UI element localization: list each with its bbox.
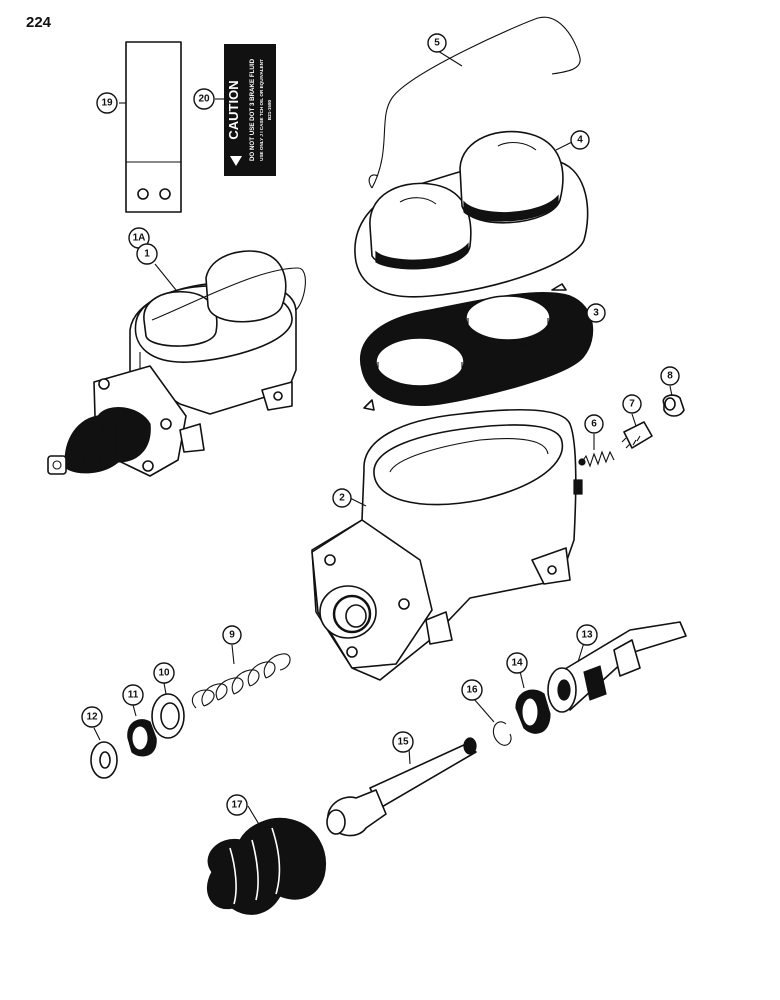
svg-text:1A: 1A xyxy=(133,233,146,244)
callout-6: 6 xyxy=(584,414,604,434)
svg-text:10: 10 xyxy=(158,668,170,679)
callout-16: 16 xyxy=(461,679,483,701)
svg-text:5: 5 xyxy=(434,38,440,49)
svg-text:7: 7 xyxy=(629,399,635,410)
part-19-plate xyxy=(125,41,182,213)
callout-13: 13 xyxy=(576,624,598,646)
svg-text:11: 11 xyxy=(128,690,139,701)
svg-text:15: 15 xyxy=(397,737,409,748)
part-10-retainer xyxy=(151,693,185,739)
part-16-snap-ring xyxy=(492,721,512,746)
callout-4: 4 xyxy=(570,130,590,150)
callout-8: 8 xyxy=(660,366,680,386)
callout-3: 3 xyxy=(586,303,606,323)
callout-20: 20 xyxy=(193,88,215,110)
part-2-cylinder-body xyxy=(311,408,583,681)
part-17-dust-boot xyxy=(207,817,326,915)
decal-line-2: USE ONLY J I CASE TCH OIL OR EQUIVALENT xyxy=(259,59,264,161)
callout-7: 7 xyxy=(622,394,642,414)
callout-12: 12 xyxy=(81,706,103,728)
part-9-return-spring xyxy=(191,653,291,709)
page-number: 224 xyxy=(26,14,52,31)
svg-text:17: 17 xyxy=(231,800,243,811)
part-8-fitting xyxy=(662,394,685,417)
svg-text:14: 14 xyxy=(511,658,523,669)
leader-lines xyxy=(93,50,673,827)
callout-9: 9 xyxy=(222,625,242,645)
callout-14: 14 xyxy=(506,652,528,674)
part-4-reservoir-cover xyxy=(354,130,589,298)
svg-text:20: 20 xyxy=(198,94,210,105)
svg-text:12: 12 xyxy=(86,712,98,723)
part-6-spring xyxy=(578,450,615,468)
part-3-gasket xyxy=(360,283,594,411)
decal-part-number: B21-1580 xyxy=(267,99,272,120)
part-14-cup-seal xyxy=(515,689,551,734)
part-20-caution-decal: CAUTION DO NOT USE DOT 3 BRAKE FLUID USE… xyxy=(224,44,276,176)
svg-text:9: 9 xyxy=(229,630,235,641)
part-12-washer xyxy=(90,741,118,779)
callout-1: 1 xyxy=(136,243,158,265)
svg-text:8: 8 xyxy=(667,371,673,382)
decal-line-1: DO NOT USE DOT 3 BRAKE FLUID xyxy=(249,58,256,161)
svg-text:4: 4 xyxy=(577,135,583,146)
part-1-master-cylinder-assembly xyxy=(47,250,306,477)
part-11-seal xyxy=(127,719,157,757)
part-7-check-valve xyxy=(621,421,653,449)
svg-text:2: 2 xyxy=(339,493,345,504)
callout-2: 2 xyxy=(332,488,352,508)
callout-11: 11 xyxy=(122,684,144,706)
part-13-piston xyxy=(547,621,687,713)
part-5-retainer-bail xyxy=(371,16,581,189)
svg-text:19: 19 xyxy=(101,98,113,109)
callout-17: 17 xyxy=(226,794,248,816)
callout-15: 15 xyxy=(392,731,414,753)
decal-heading: CAUTION xyxy=(226,80,241,139)
part-15-push-rod xyxy=(326,737,477,837)
svg-text:16: 16 xyxy=(466,685,478,696)
svg-text:13: 13 xyxy=(581,630,593,641)
svg-text:1: 1 xyxy=(144,249,150,260)
callout-5: 5 xyxy=(427,33,447,53)
callout-19: 19 xyxy=(96,92,118,114)
svg-text:6: 6 xyxy=(591,419,597,430)
callout-10: 10 xyxy=(153,662,175,684)
svg-text:3: 3 xyxy=(593,308,599,319)
